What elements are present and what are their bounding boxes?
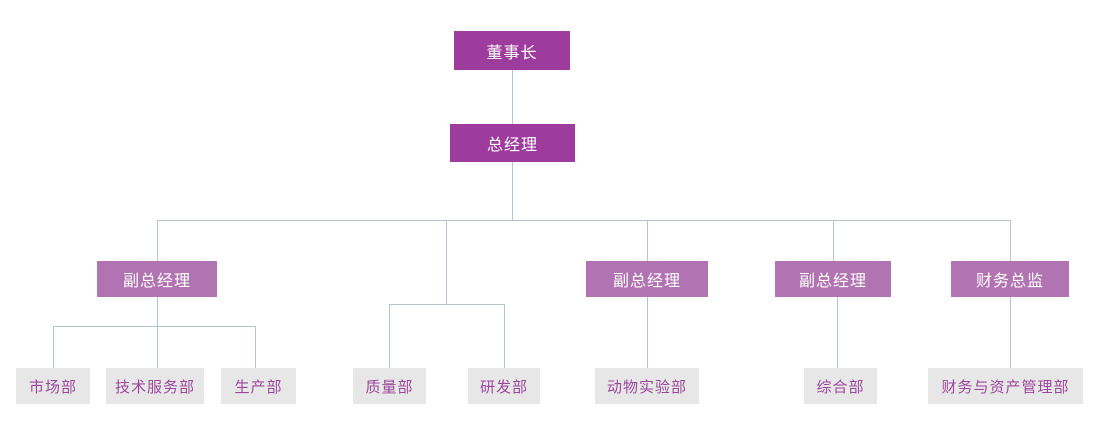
- connector-drop-finance-asset: [1010, 297, 1011, 368]
- org-node-dept-general-affairs: 综合部: [804, 368, 877, 404]
- connector-drop-vice-gm-1: [157, 220, 158, 261]
- org-node-dept-production: 生产部: [221, 368, 296, 404]
- connector-drop-quality: [389, 304, 390, 368]
- connector-mid-split: [389, 304, 504, 305]
- connector-drop-rnd: [504, 304, 505, 368]
- org-node-dept-quality: 质量部: [353, 368, 426, 404]
- connector-drop-marketing: [53, 326, 54, 368]
- org-node-vice-gm-3: 副总经理: [775, 261, 891, 297]
- org-node-dept-finance-asset: 财务与资产管理部: [928, 368, 1083, 404]
- org-node-chairman: 董事长: [454, 31, 570, 70]
- connector-drop-cfo: [1010, 220, 1011, 261]
- connector-drop-vice-gm-3: [833, 220, 834, 261]
- org-node-vice-gm-1: 副总经理: [97, 261, 217, 297]
- org-node-dept-rnd: 研发部: [468, 368, 540, 404]
- org-node-cfo: 财务总监: [951, 261, 1069, 297]
- org-node-vice-gm-2: 副总经理: [586, 261, 708, 297]
- connector-drop-mid-branch: [446, 220, 447, 304]
- org-node-dept-marketing: 市场部: [16, 368, 90, 404]
- connector-drop-production: [255, 326, 256, 368]
- connector-drop-general-affairs: [837, 297, 838, 368]
- connector-gm-trunk: [512, 162, 513, 220]
- connector-vice-gm-1-down: [157, 297, 158, 368]
- connector-left-split: [53, 326, 256, 327]
- connector-drop-vice-gm-2: [647, 220, 648, 261]
- org-node-dept-tech-service: 技术服务部: [106, 368, 204, 404]
- connector-drop-animal-lab: [647, 297, 648, 368]
- org-node-dept-animal-lab: 动物实验部: [595, 368, 699, 404]
- org-node-general-manager: 总经理: [450, 124, 575, 162]
- connector-main-horizontal: [157, 220, 1011, 221]
- connector-chairman-gm: [512, 70, 513, 124]
